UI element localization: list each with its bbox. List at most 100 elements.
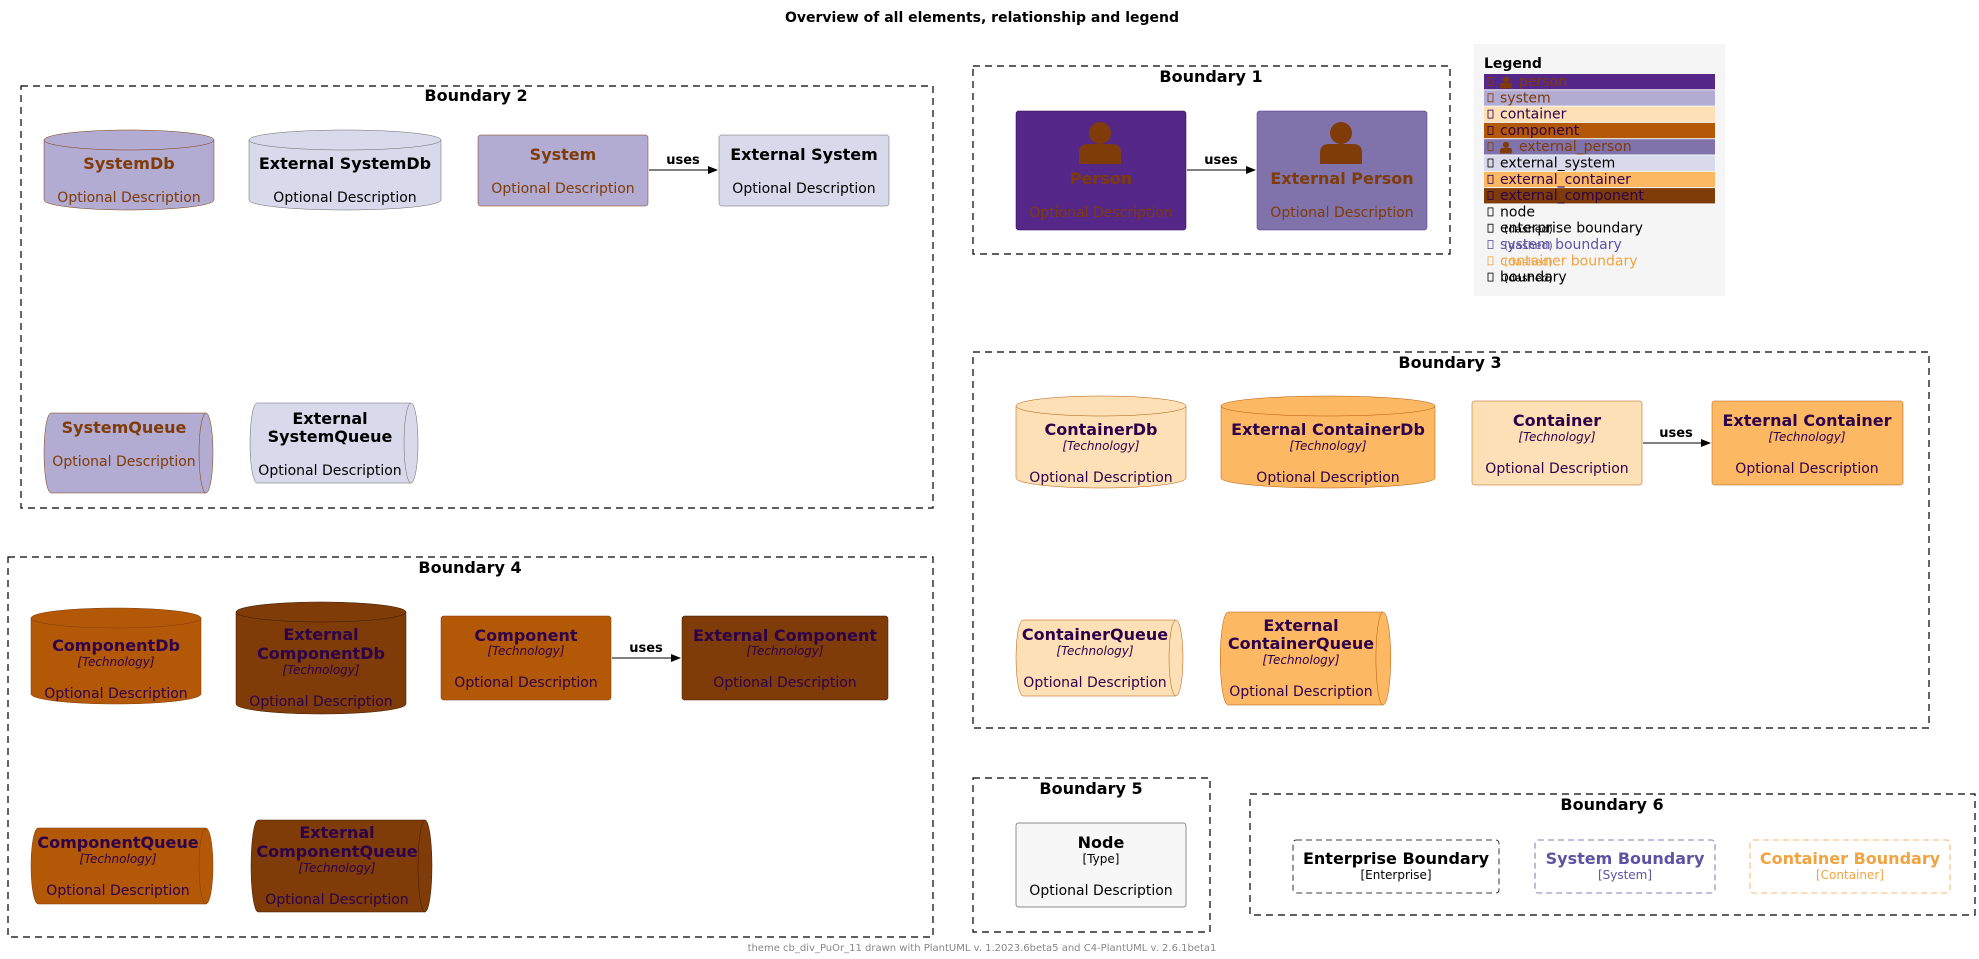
legend-item: external_container — [1484, 171, 1715, 188]
system-db-name: SystemDb — [83, 154, 174, 173]
external-system-db-name: External SystemDb — [259, 154, 431, 173]
legend-marker-icon — [1487, 223, 1494, 233]
external-system-queue[interactable]: External SystemQueue Optional Descriptio… — [249, 402, 419, 484]
legend-marker-icon — [1487, 207, 1494, 217]
external-container-desc: Optional Description — [1735, 461, 1878, 477]
legend-label: external_container — [1500, 172, 1631, 188]
component-name: Component — [474, 626, 577, 645]
relation-label: uses — [1659, 426, 1693, 441]
legend-label: external_person — [1519, 139, 1632, 155]
legend-label: node — [1500, 204, 1535, 220]
container-boundary-tech: [Container] — [1816, 868, 1884, 882]
external-component-desc: Optional Description — [713, 675, 856, 691]
external-system-db[interactable]: External SystemDb Optional Description — [248, 129, 442, 211]
boundary-6: Boundary 6 — [1249, 793, 1976, 916]
system-boundary[interactable]: System Boundary [System] — [1534, 839, 1716, 894]
container-boundary-name: Container Boundary — [1760, 849, 1941, 868]
external-container-db-tech: [Technology] — [1289, 439, 1366, 453]
node-name: Node — [1078, 833, 1125, 852]
legend-marker-icon — [1487, 240, 1494, 249]
container-queue-tech: [Technology] — [1056, 644, 1133, 658]
legend-swatch — [1484, 106, 1715, 122]
enterprise-boundary-name: Enterprise Boundary — [1303, 849, 1490, 868]
system-db[interactable]: SystemDb Optional Description — [43, 129, 215, 211]
external-component-queue[interactable]: External ComponentQueue [Technology] Opt… — [250, 819, 433, 913]
system-db-desc: Optional Description — [57, 190, 200, 206]
relation-label: uses — [666, 153, 700, 168]
legend-swatch — [1484, 122, 1715, 139]
component-tech: [Technology] — [487, 644, 564, 658]
legend-item: enterprise boundary(dashed) — [1487, 221, 1643, 237]
external-system-name: External System — [730, 145, 878, 164]
legend-marker-icon — [1487, 142, 1494, 152]
legend-swatch — [1484, 171, 1715, 188]
person[interactable]: Person Optional Description — [1015, 110, 1187, 231]
legend-item: external_component — [1484, 188, 1715, 204]
legend-label: system boundary — [1500, 237, 1622, 253]
boundary-4: Boundary 4 — [7, 556, 934, 938]
node[interactable]: Node [Type] Optional Description — [1015, 822, 1187, 908]
person-desc: Optional Description — [1029, 205, 1172, 221]
legend-swatch — [1484, 139, 1715, 155]
boundary-5: Boundary 5 — [972, 777, 1211, 933]
legend-swatch — [1484, 155, 1715, 171]
legend-label: container boundary — [1500, 253, 1638, 269]
legend-marker-icon — [1487, 93, 1494, 103]
legend-label: external_system — [1500, 156, 1615, 172]
external-system-desc: Optional Description — [732, 181, 875, 197]
container-queue-desc: Optional Description — [1023, 675, 1166, 691]
legend-item: external_system — [1484, 155, 1715, 172]
external-container-name: External Container — [1722, 411, 1891, 430]
enterprise-boundary[interactable]: Enterprise Boundary [Enterprise] — [1292, 839, 1500, 894]
external-component-queue-name-1: External — [299, 823, 374, 842]
legend: Legend personsystemcontainercomponentext… — [1474, 44, 1725, 296]
footer-caption: theme cb_div_PuOr_11 drawn with PlantUML… — [748, 943, 1217, 954]
system-queue[interactable]: SystemQueue Optional Description — [43, 412, 214, 494]
container[interactable]: Container [Technology] Optional Descript… — [1471, 400, 1643, 486]
external-component-db-name-1: External — [283, 625, 358, 644]
boundary-1: Boundary 1 — [972, 65, 1451, 255]
component-queue[interactable]: ComponentQueue [Technology] Optional Des… — [30, 827, 214, 905]
relation-label: uses — [1204, 153, 1238, 168]
external-system[interactable]: External System Optional Description — [718, 134, 890, 207]
legend-items: personsystemcontainercomponentexternal_p… — [1484, 74, 1715, 286]
external-person[interactable]: External Person Optional Description — [1256, 110, 1428, 231]
external-container-tech: [Technology] — [1768, 430, 1845, 444]
system[interactable]: System Optional Description — [477, 134, 649, 207]
component-queue-name: ComponentQueue — [37, 833, 198, 852]
boundary-2: Boundary 2 — [20, 85, 934, 509]
boundary-5-label: Boundary 5 — [1039, 779, 1142, 798]
boundary-2-label: Boundary 2 — [424, 86, 527, 105]
external-container-queue[interactable]: External ContainerQueue [Technology] Opt… — [1220, 611, 1391, 706]
legend-item: container boundary(dashed) — [1487, 253, 1638, 269]
component-db-tech: [Technology] — [77, 655, 154, 669]
external-component-db[interactable]: External ComponentDb [Technology] Option… — [235, 601, 407, 715]
legend-suffix: (dashed) — [1504, 239, 1553, 252]
boundary-3-label: Boundary 3 — [1398, 353, 1501, 372]
external-container[interactable]: External Container [Technology] Optional… — [1711, 400, 1904, 486]
container-boundary[interactable]: Container Boundary [Container] — [1749, 839, 1951, 894]
relation-person-uses: uses — [1187, 153, 1256, 174]
person-name: Person — [1070, 169, 1132, 188]
external-system-queue-desc: Optional Description — [258, 463, 401, 479]
legend-item: external_person — [1484, 139, 1715, 155]
external-container-db-desc: Optional Description — [1256, 470, 1399, 486]
component-db[interactable]: ComponentDb [Technology] Optional Descri… — [30, 607, 202, 705]
container-db-name: ContainerDb — [1045, 420, 1158, 439]
legend-suffix: (dashed) — [1504, 223, 1553, 236]
legend-title: Legend — [1484, 56, 1542, 72]
container-name: Container — [1513, 411, 1601, 430]
component-db-desc: Optional Description — [44, 686, 187, 702]
container-db[interactable]: ContainerDb [Technology] Optional Descri… — [1015, 395, 1187, 489]
container-queue[interactable]: ContainerQueue [Technology] Optional Des… — [1015, 619, 1184, 697]
external-container-queue-tech: [Technology] — [1262, 653, 1339, 667]
external-container-db[interactable]: External ContainerDb [Technology] Option… — [1220, 395, 1436, 489]
external-person-desc: Optional Description — [1270, 205, 1413, 221]
external-container-queue-name-2: ContainerQueue — [1228, 634, 1374, 653]
component[interactable]: Component [Technology] Optional Descript… — [440, 615, 612, 701]
container-desc: Optional Description — [1485, 461, 1628, 477]
external-component[interactable]: External Component [Technology] Optional… — [681, 615, 889, 701]
system-queue-name: SystemQueue — [62, 418, 187, 437]
system-name: System — [530, 145, 597, 164]
